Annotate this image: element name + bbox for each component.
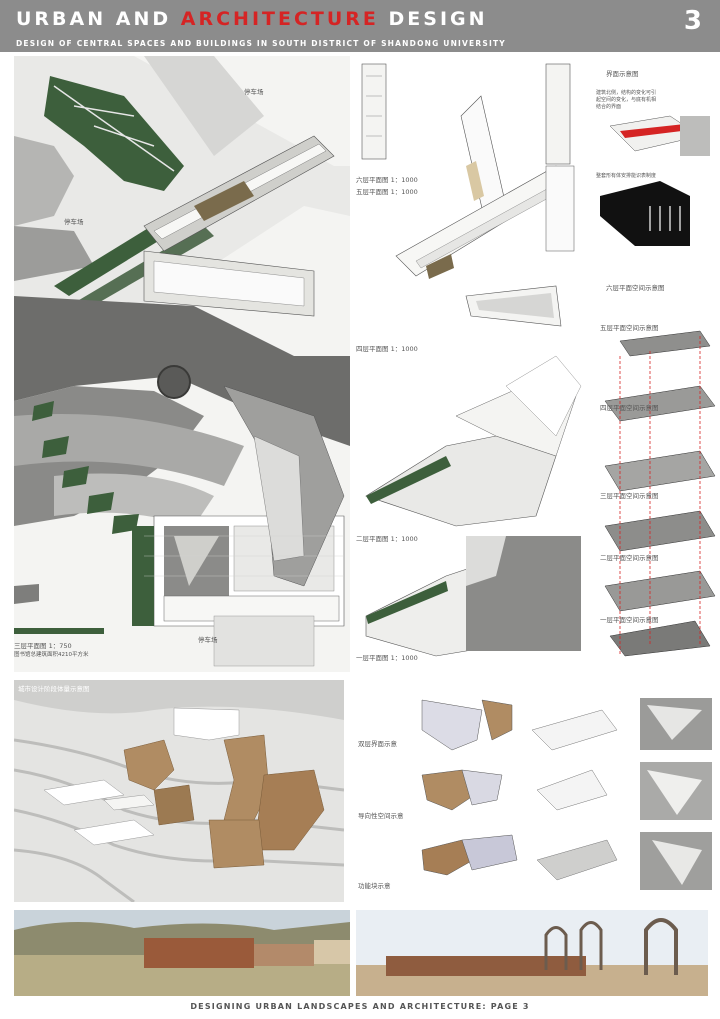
spatial-diagrams (590, 56, 716, 672)
guide-space-label: 导向性空间示意 (358, 812, 404, 820)
first-floor-plan-label: 一层平面图 1：1000 (356, 654, 418, 662)
floor-plans-drawing (356, 56, 586, 672)
header-bar (0, 0, 720, 52)
massing-model-photo (14, 680, 344, 902)
title-suffix: DESIGN (378, 8, 488, 30)
page-subtitle: DESIGN OF CENTRAL SPACES AND BUILDINGS I… (16, 39, 506, 48)
site-photo-left (14, 910, 350, 996)
sixth-floor-space-label: 六层平面空间示意图 (606, 284, 665, 292)
first-floor-space-label: 一层平面空间示意图 (600, 616, 659, 624)
site-plan-note: 图书馆总建筑面积4210平方米 (14, 652, 89, 658)
title-prefix: URBAN AND (16, 8, 181, 30)
layer-stack (604, 330, 716, 657)
parking-label-2: 停车场 (64, 218, 84, 226)
page-number: 3 (683, 6, 702, 36)
page-title: URBAN AND ARCHITECTURE DESIGN (16, 8, 488, 30)
fourth-floor-space-label: 四层平面空间示意图 (600, 404, 659, 412)
third-floor-space-label: 三层平面空间示意图 (600, 492, 659, 500)
double-interface-label: 双层界面示意 (358, 740, 397, 748)
diagram-matrix (352, 690, 718, 900)
second-floor-space-label: 二层平面空间示意图 (600, 554, 659, 562)
site-photo-right (356, 910, 708, 996)
interface-diagram-label: 界面示意图 (606, 70, 639, 78)
interface-note: 建筑北侧，结构的变化可引起空间的变化，与底有机相结合的界面 (596, 90, 657, 110)
parking-label-3: 停车场 (198, 636, 218, 644)
fifth-floor-plan-label: 五层平面图 1：1000 (356, 188, 418, 196)
massing-model-label: 城市设计阶段体量示意图 (18, 685, 90, 693)
function-blocks-label: 功能块示意 (358, 882, 391, 890)
second-floor-plan-label: 二层平面图 1：1000 (356, 535, 418, 543)
site-plan-drawing (14, 56, 350, 672)
site-plan-scale: 三层平面图 1：750 (14, 642, 72, 650)
fifth-floor-space-label: 五层平面空间示意图 (600, 324, 659, 332)
sixth-floor-plan-label: 六层平面图 1：1000 (356, 176, 418, 184)
fourth-floor-plan-label: 四层平面图 1：1000 (356, 345, 418, 353)
parking-label-1: 停车场 (244, 88, 264, 96)
mass-note: 整套形有体安排能识表制度 (596, 173, 657, 179)
title-accent: ARCHITECTURE (180, 8, 379, 30)
page-footer: DESIGNING URBAN LANDSCAPES AND ARCHITECT… (190, 1002, 530, 1011)
